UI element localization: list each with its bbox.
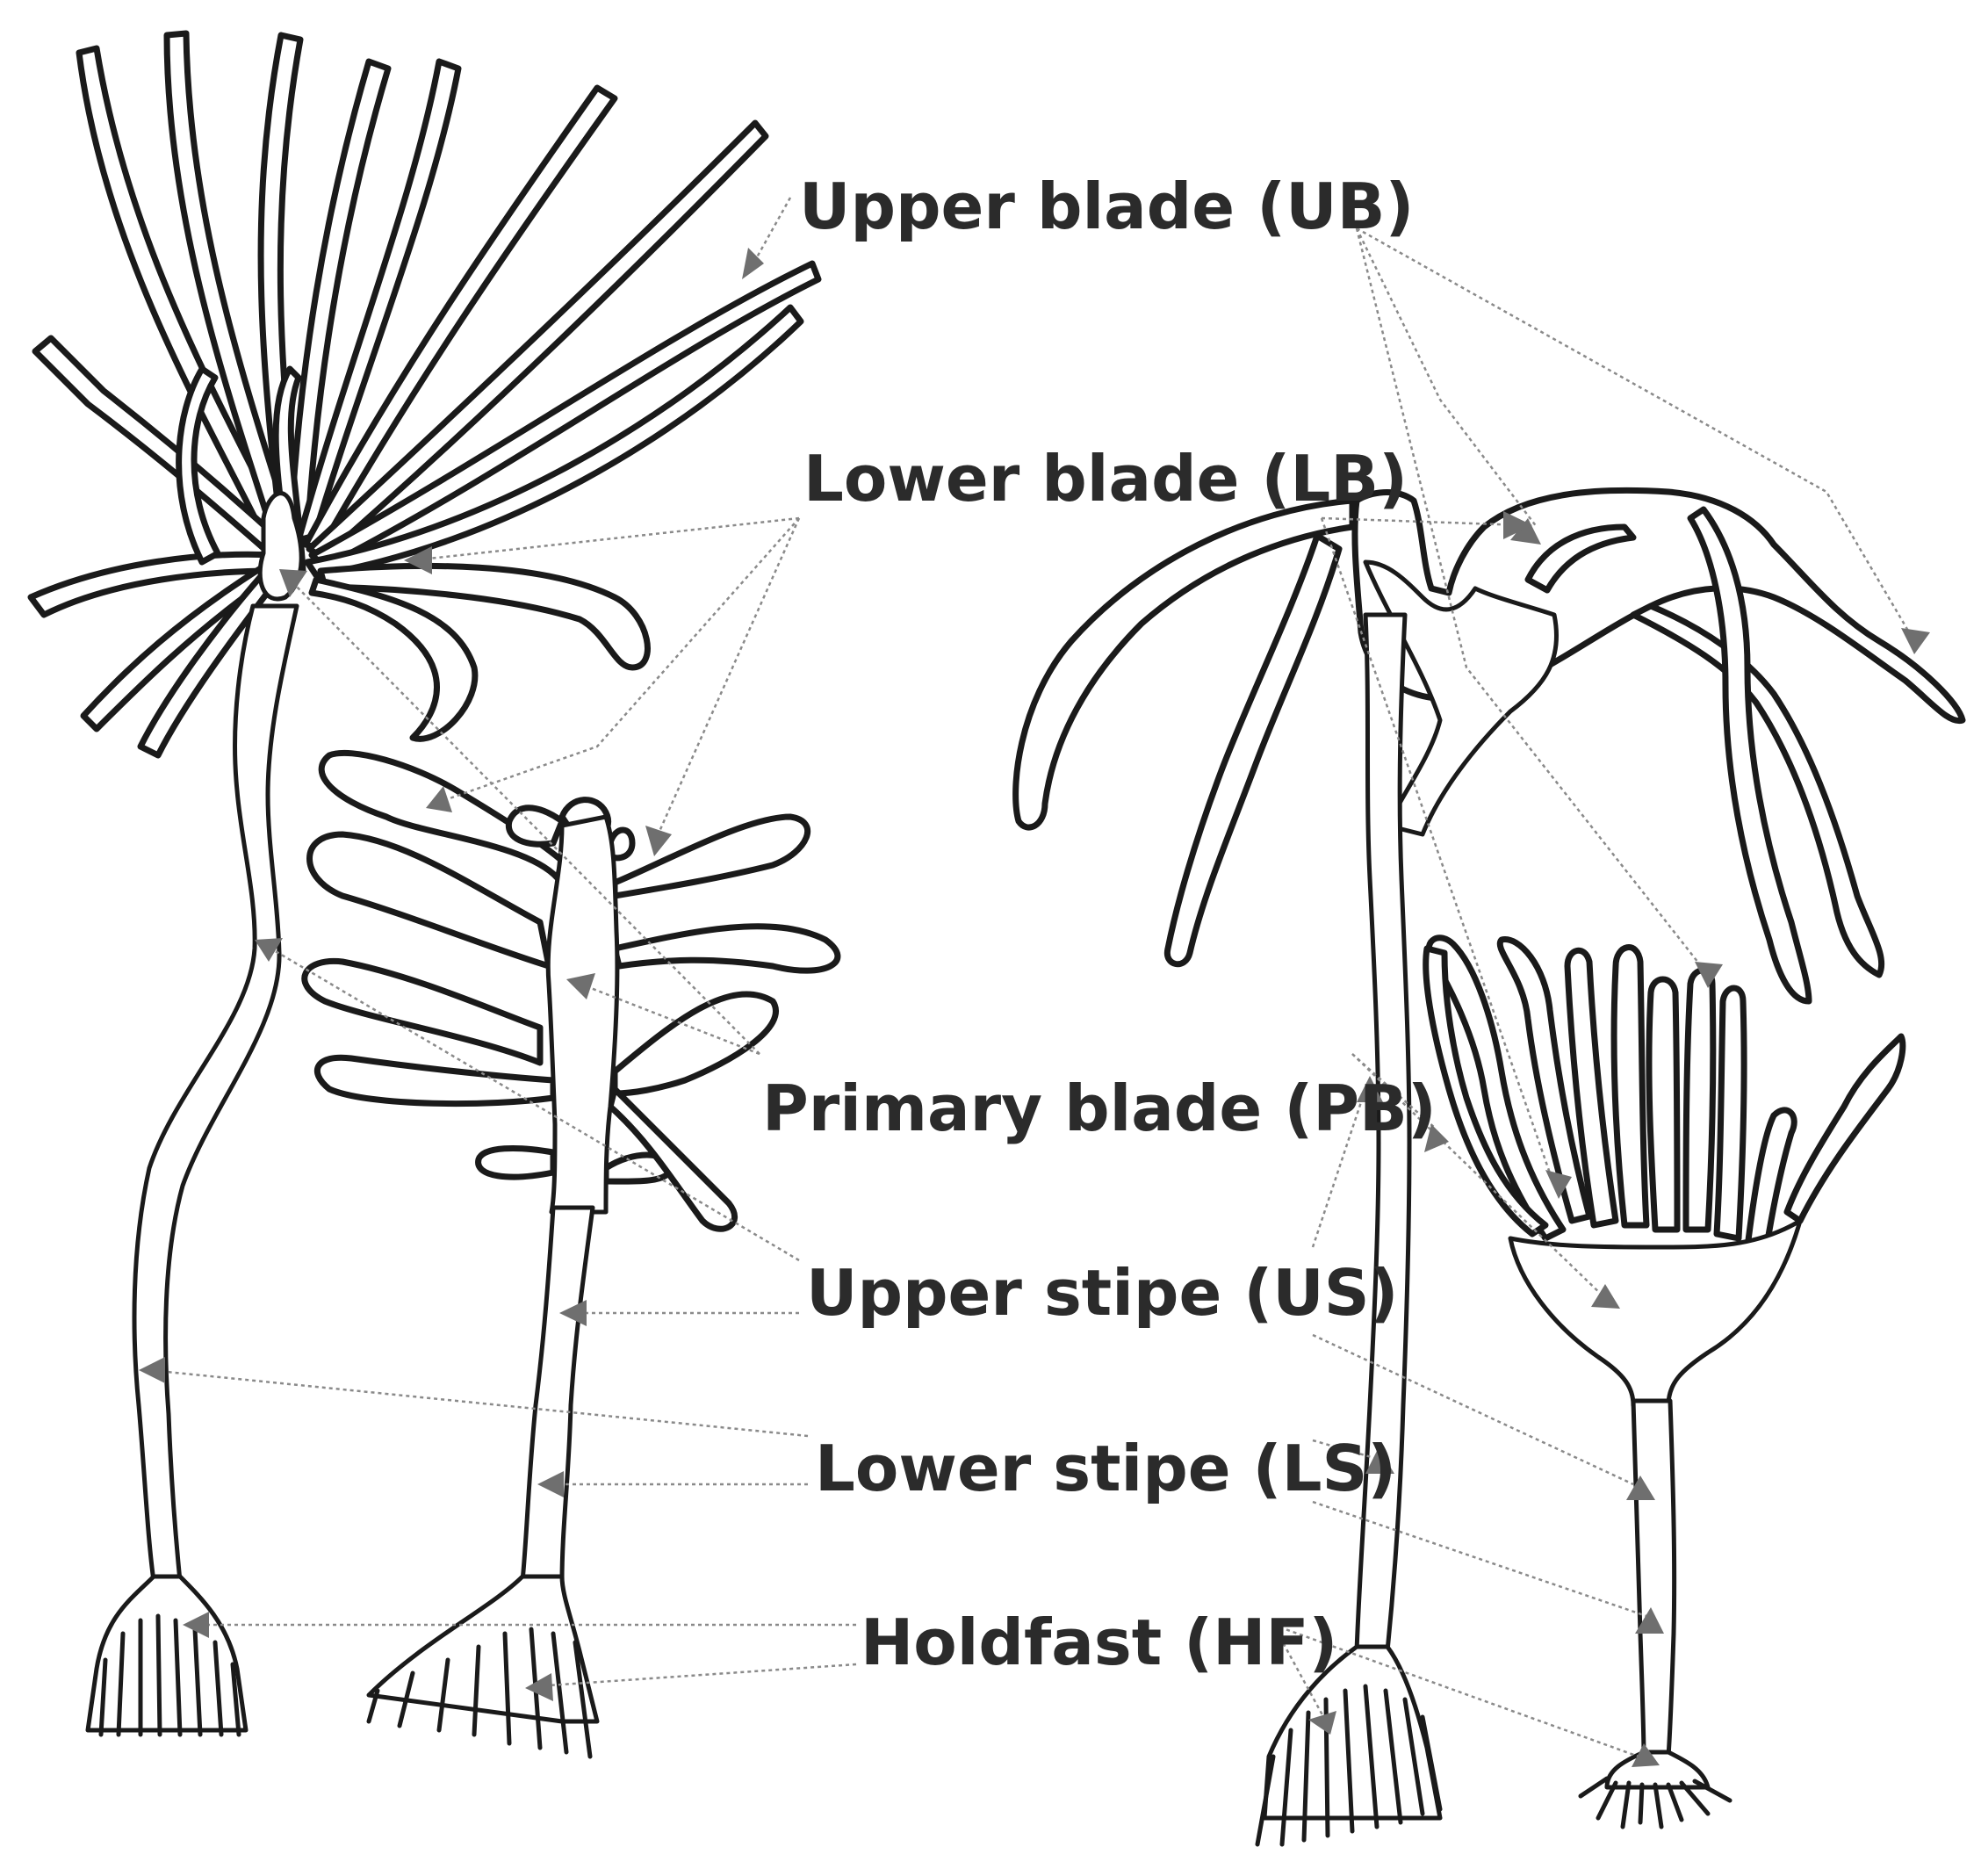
arrow-lb-4 xyxy=(1503,511,1532,539)
arrow-hf-2 xyxy=(525,1673,553,1701)
plant-2-holdfast xyxy=(366,1574,600,1759)
arrow-hf-1 xyxy=(183,1612,209,1638)
plant-4-blades xyxy=(1423,934,1906,1259)
arrow-ls-2 xyxy=(537,1471,564,1497)
label-upper-stipe: Upper stipe (US) xyxy=(806,1256,1398,1330)
plant-1-holdfast xyxy=(85,1574,249,1737)
kelp-plant-2 xyxy=(301,749,841,1759)
plant-2-stipe xyxy=(520,1205,595,1584)
arrow-pb-1 xyxy=(279,569,307,597)
arrow-lb-2 xyxy=(645,826,672,856)
plant-3-primary-blade xyxy=(1363,559,1560,837)
arrow-hf-4 xyxy=(1632,1743,1660,1767)
arrow-ub-1 xyxy=(742,248,764,279)
arrow-ls-3 xyxy=(1365,1447,1394,1474)
arrow-pb-2 xyxy=(566,973,595,999)
label-holdfast: Holdfast (HF) xyxy=(861,1605,1337,1679)
arrow-lb-3 xyxy=(426,786,452,812)
part-labels: Upper blade (UB) Lower blade (LB) Primar… xyxy=(762,170,1437,1679)
arrow-ls-1 xyxy=(139,1357,165,1383)
arrow-us-2 xyxy=(559,1300,587,1326)
label-upper-blade: Upper blade (UB) xyxy=(799,170,1414,243)
arrow-pb-4 xyxy=(1591,1284,1620,1309)
arrow-ls-4 xyxy=(1635,1607,1664,1634)
arrow-ub-2 xyxy=(1510,518,1541,545)
arrow-lb-5 xyxy=(1545,1170,1572,1199)
arrow-us-4 xyxy=(1626,1476,1655,1500)
arrow-pb-3 xyxy=(1424,1124,1449,1152)
kelp-plant-4 xyxy=(1423,934,1906,1829)
plant-4-stipe xyxy=(1631,1398,1677,1759)
label-primary-blade: Primary blade (PB) xyxy=(762,1071,1437,1145)
arrow-hf-3 xyxy=(1308,1711,1336,1735)
arrow-ub-3 xyxy=(1695,962,1723,988)
kelp-plant-3 xyxy=(1012,487,1966,1847)
label-lower-stipe: Lower stipe (LS) xyxy=(815,1432,1396,1505)
arrow-lb-1 xyxy=(404,546,432,574)
leader-lines xyxy=(148,197,1916,1763)
arrow-us-1 xyxy=(255,938,283,962)
plant-3-holdfast xyxy=(1255,1644,1443,1847)
kelp-plant-1 xyxy=(27,30,822,1737)
plant-2-blades xyxy=(301,749,841,1232)
plant-3-blades xyxy=(1012,487,1966,1005)
plant-1-upper-blades xyxy=(27,30,822,759)
arrow-us-3 xyxy=(1357,1076,1383,1102)
plant-4-primary-blade xyxy=(1508,1218,1803,1408)
plant-2-primary-blade xyxy=(545,814,620,1215)
label-lower-blade: Lower blade (LB) xyxy=(803,442,1408,516)
plant-4-holdfast xyxy=(1578,1750,1732,1829)
arrow-ub-4 xyxy=(1901,628,1930,654)
arrowheads xyxy=(139,248,1930,1767)
